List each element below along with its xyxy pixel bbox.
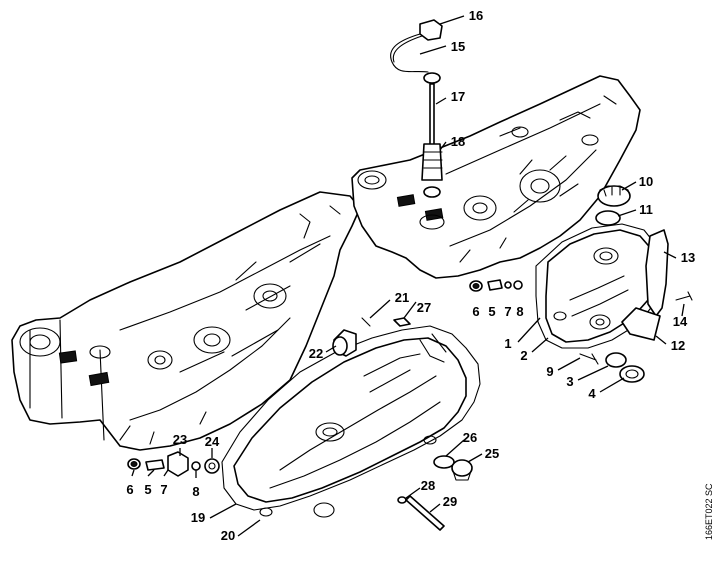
- leader-lines: [131, 15, 685, 537]
- ring-26: [433, 455, 455, 469]
- callout-labels: 16 15 17 18 10 11 13 14 12 6 5 7 8 1 2 9…: [126, 8, 695, 543]
- callout-6-right: 6: [472, 304, 479, 319]
- callout-18: 18: [451, 134, 465, 149]
- washer-28: [397, 496, 407, 504]
- callout-21: 21: [395, 290, 409, 305]
- callout-13: 13: [681, 250, 695, 265]
- left-hardware-cluster: [127, 451, 220, 477]
- callout-11: 11: [639, 202, 653, 217]
- callout-5-right: 5: [488, 304, 495, 319]
- pin-21: [361, 317, 371, 327]
- callout-7-right: 7: [504, 304, 511, 319]
- right-hardware-cluster: [469, 279, 523, 292]
- cover-plate: [621, 307, 661, 341]
- callout-12: 12: [671, 338, 685, 353]
- plug-25: [451, 459, 473, 481]
- callout-26: 26: [463, 430, 477, 445]
- dowel-27: [393, 317, 411, 327]
- callout-2: 2: [520, 348, 527, 363]
- callout-15: 15: [451, 39, 465, 54]
- ring-3: [605, 352, 627, 368]
- cap-seal: [595, 210, 621, 226]
- callout-8-right: 8: [516, 304, 523, 319]
- callout-9: 9: [546, 364, 553, 379]
- callout-24: 24: [205, 434, 220, 449]
- callout-7-left: 7: [160, 482, 167, 497]
- callout-14: 14: [673, 314, 688, 329]
- callout-19: 19: [191, 510, 205, 525]
- callout-17: 17: [451, 89, 465, 104]
- callout-29: 29: [443, 494, 457, 509]
- callout-8-left: 8: [192, 484, 199, 499]
- left-crankcase-half: [11, 191, 361, 451]
- drawing-code: 166ET022 SC: [704, 483, 714, 540]
- callout-3: 3: [566, 374, 573, 389]
- bracket-plate: [645, 229, 669, 317]
- callout-25: 25: [485, 446, 499, 461]
- screw-14: [675, 291, 693, 301]
- screw-9: [579, 353, 599, 365]
- callout-4: 4: [588, 386, 596, 401]
- left-side-cover: [221, 325, 481, 518]
- callout-28: 28: [421, 478, 435, 493]
- callout-6-left: 6: [126, 482, 133, 497]
- callout-23: 23: [173, 432, 187, 447]
- callout-27: 27: [417, 300, 431, 315]
- callout-22: 22: [309, 346, 323, 361]
- tank-cap: [597, 185, 631, 207]
- callout-10: 10: [639, 174, 653, 189]
- callout-5-left: 5: [144, 482, 151, 497]
- bushing-22: [332, 329, 357, 357]
- bolt-29: [405, 495, 445, 531]
- right-crankcase-half: [351, 75, 641, 279]
- callout-16: 16: [469, 8, 483, 23]
- callout-20: 20: [221, 528, 235, 543]
- callout-1: 1: [504, 336, 511, 351]
- fuel-pickup-assembly: [390, 19, 443, 198]
- seal-4: [619, 365, 645, 383]
